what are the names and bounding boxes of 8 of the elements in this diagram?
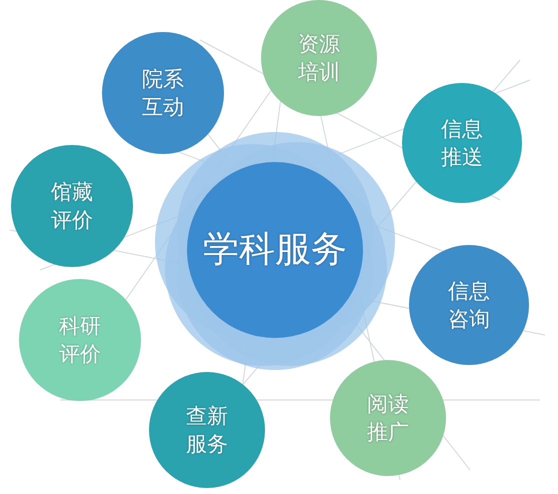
topic-circle: 资源培训 (261, 0, 377, 116)
topic-circle: 科研评价 (19, 279, 141, 401)
topic-circle: 查新服务 (149, 372, 265, 488)
topic-circle: 院系互动 (102, 32, 224, 154)
topic-circle: 信息推送 (402, 83, 522, 203)
topic-circle: 阅读推广 (330, 360, 446, 476)
topic-circle: 信息咨询 (409, 245, 529, 365)
topic-circle: 馆藏评价 (11, 145, 133, 267)
